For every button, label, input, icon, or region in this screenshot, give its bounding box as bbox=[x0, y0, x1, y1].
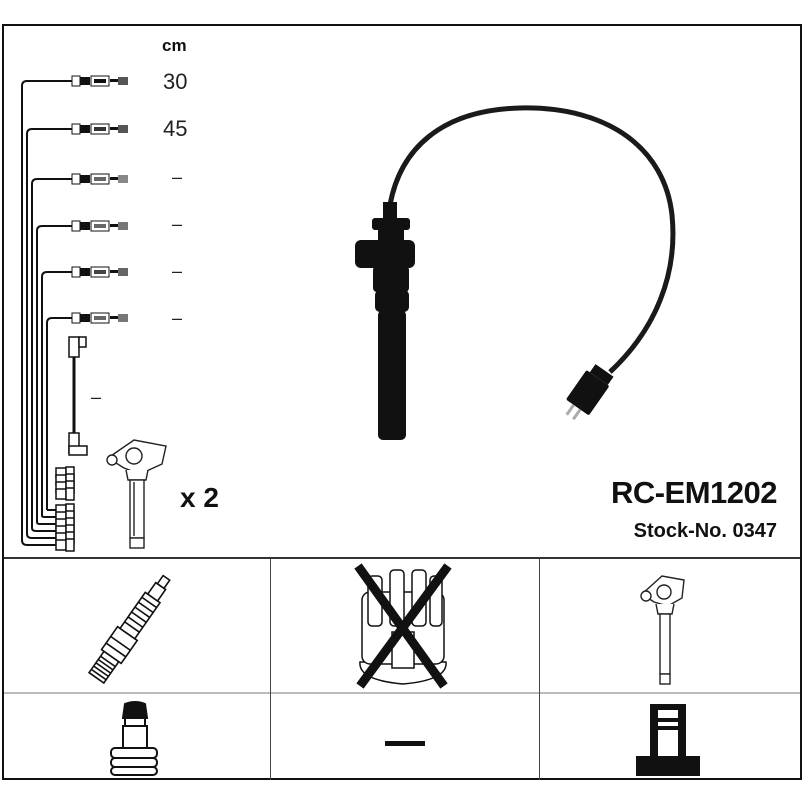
ignition-coil-icon bbox=[640, 575, 685, 685]
cable-length-7: – bbox=[91, 387, 102, 407]
grid-column-divider-1 bbox=[270, 559, 271, 780]
part-number: RC-EM1202 bbox=[610, 475, 778, 510]
distributor-cap-icon bbox=[354, 563, 452, 689]
grid-column-divider-2 bbox=[539, 559, 540, 780]
cable-length-6: – bbox=[172, 308, 183, 328]
unit-label: cm bbox=[162, 36, 187, 55]
cable-length-1: 30 bbox=[163, 69, 188, 94]
cable-length-2: 45 bbox=[163, 116, 188, 141]
grid-row-divider bbox=[4, 692, 800, 694]
diagram-frame bbox=[2, 24, 802, 780]
cable-length-3: – bbox=[172, 167, 183, 187]
spark-plug-icon bbox=[87, 574, 171, 685]
cable-length-4: – bbox=[172, 214, 183, 234]
ignition-coil-icon bbox=[106, 439, 167, 549]
coil-connector-icon bbox=[636, 704, 700, 776]
stock-number: Stock-No. 0347 bbox=[633, 520, 777, 542]
main-section-divider bbox=[4, 557, 800, 559]
spark-plug-connector-icon bbox=[110, 701, 158, 776]
dash-icon bbox=[385, 741, 425, 746]
cable-length-5: – bbox=[172, 261, 183, 281]
quantity-label: x 2 bbox=[180, 482, 219, 513]
